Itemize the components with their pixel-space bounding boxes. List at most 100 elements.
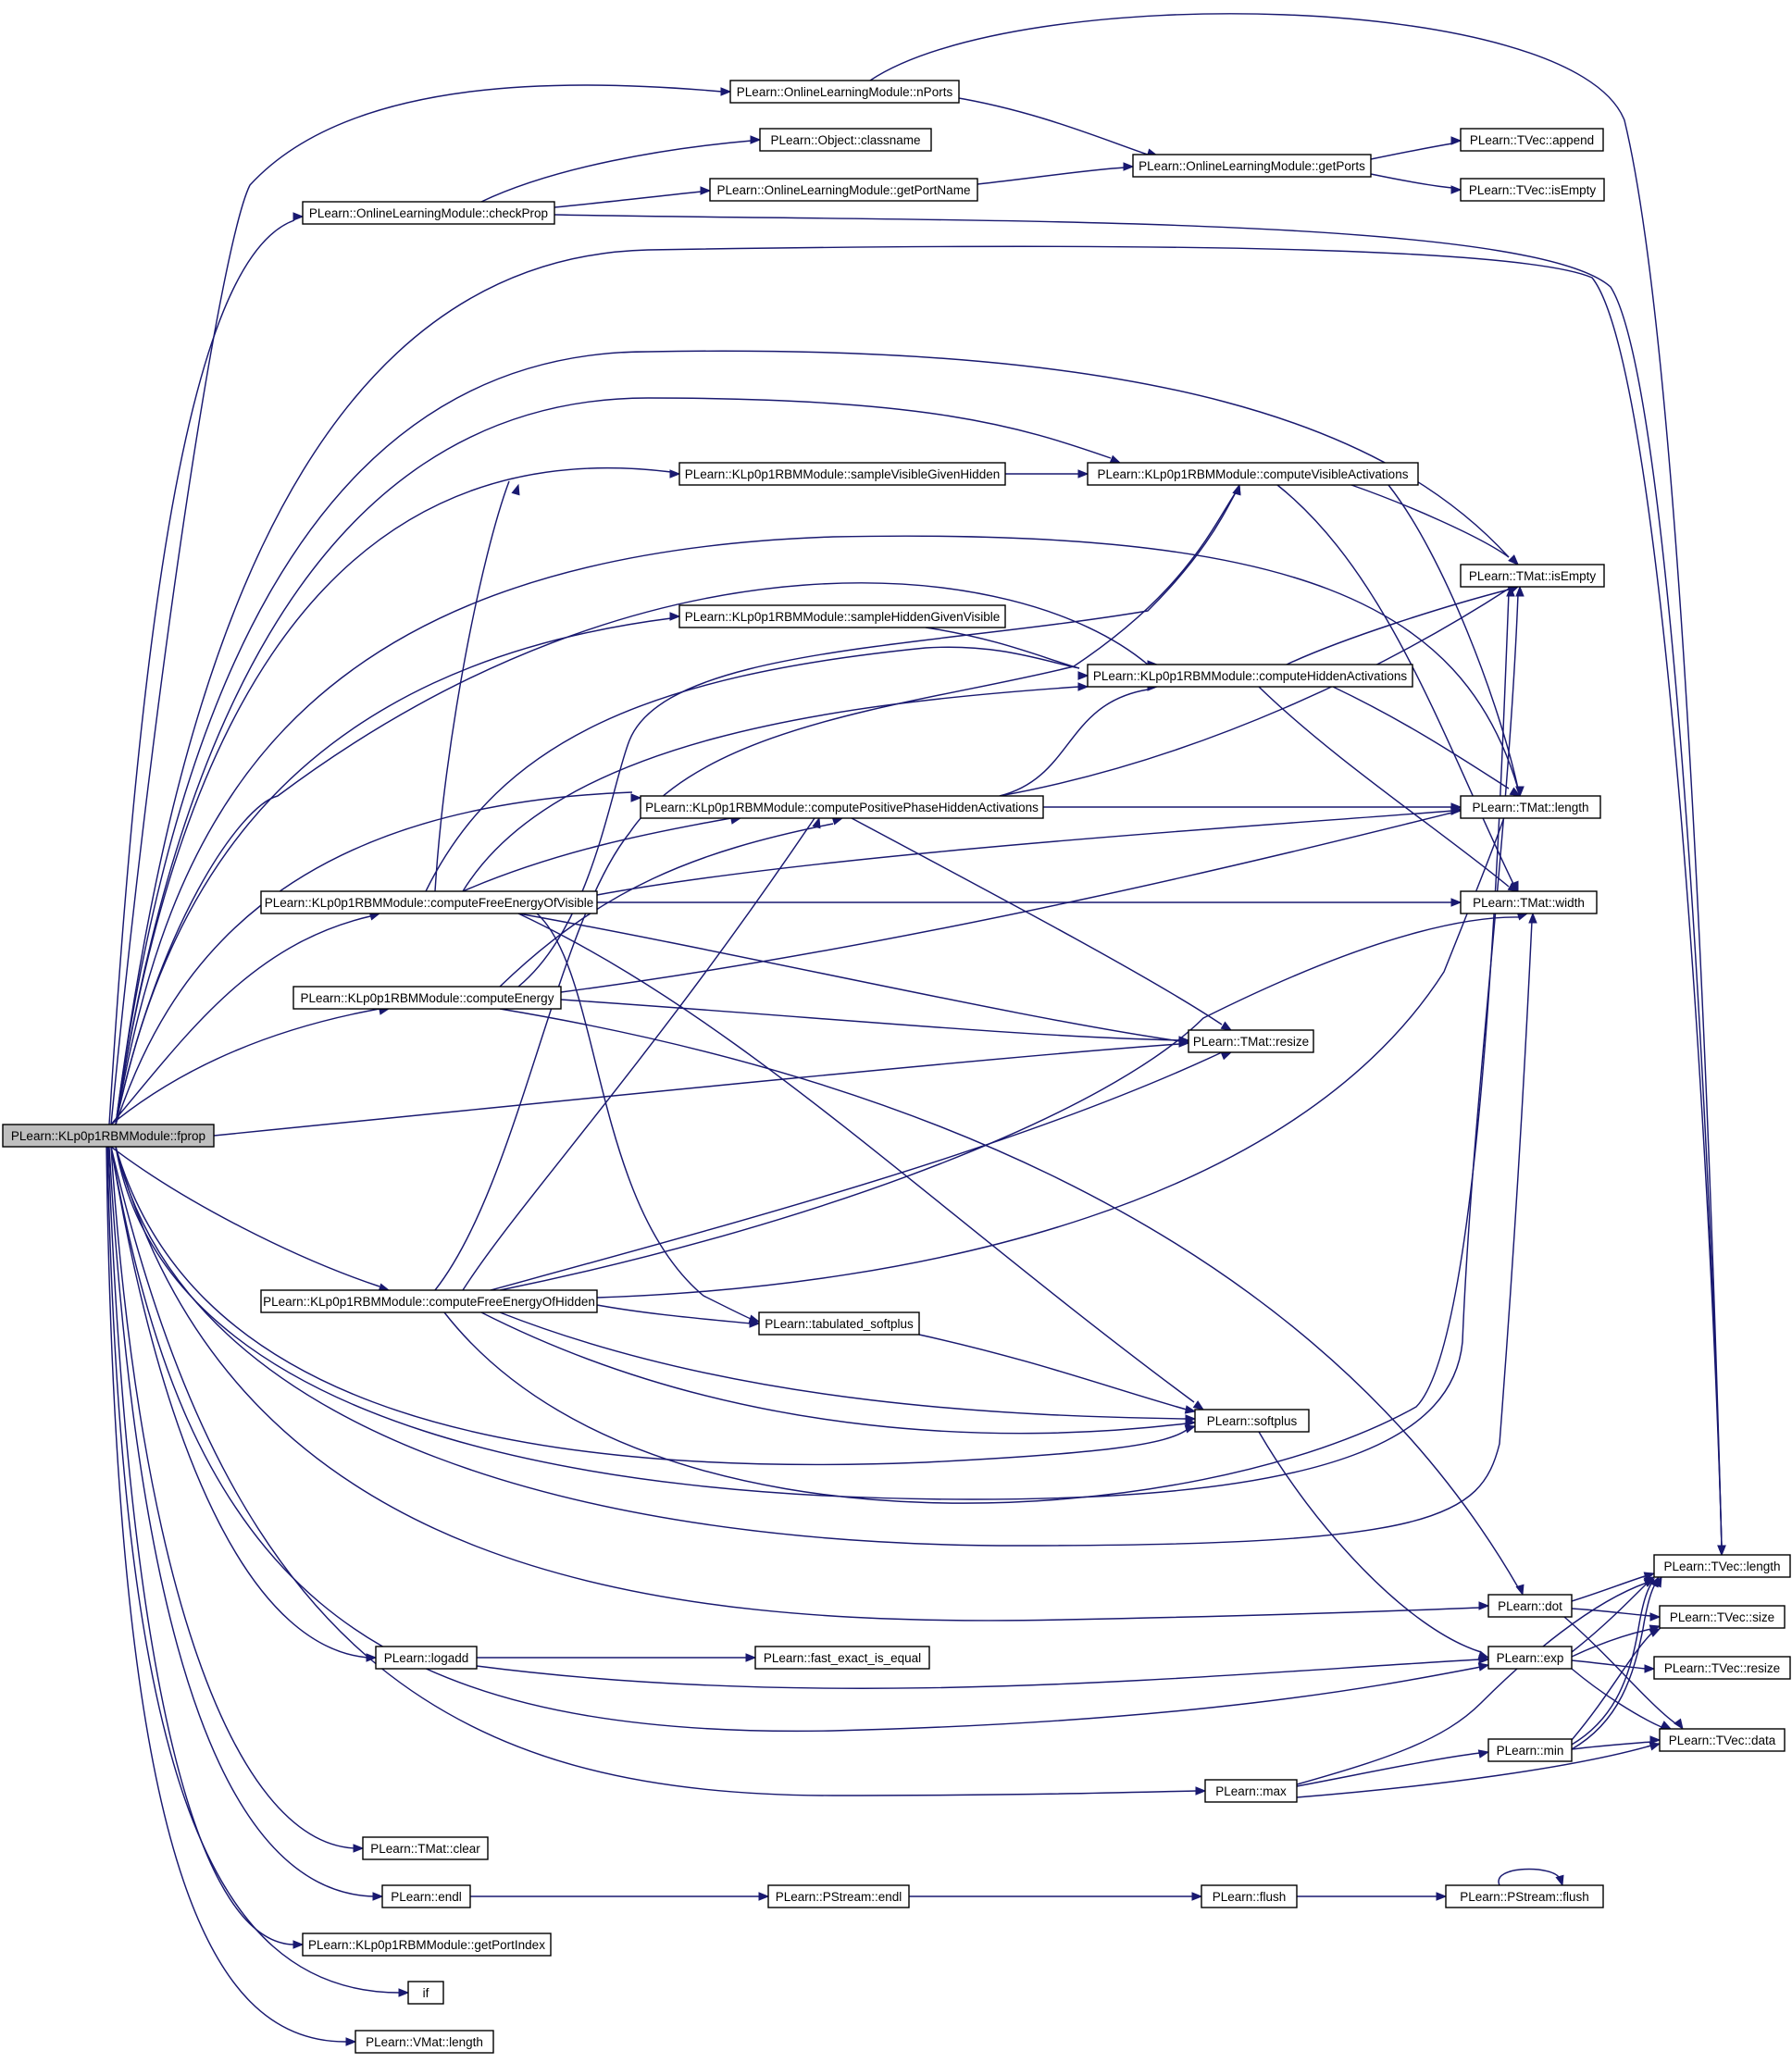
node-tvecResize[interactable]: PLearn::TVec::resize [1653,1656,1791,1680]
arrowhead-freeEnergyVisible-to-tmatWidth [1450,898,1462,907]
node-endl[interactable]: PLearn::endl [381,1884,471,1908]
node-tvecAppend[interactable]: PLearn::TVec::append [1460,128,1604,152]
node-computeEnergy[interactable]: PLearn::KLp0p1RBMModule::computeEnergy [292,986,562,1010]
arrowhead-freeEnergyHidden-to-tabSoftplus [749,1319,761,1328]
arrowhead-min-to-tvecSize [1649,1628,1661,1637]
edge-fprop-to-nPorts [110,84,723,1125]
node-tmatIsEmpty[interactable]: PLearn::TMat::isEmpty [1460,564,1605,588]
edge-fprop-to-tmatWidth [115,920,1533,1547]
node-exp[interactable]: PLearn::exp [1487,1646,1573,1670]
node-box [759,128,932,152]
node-computeHiddenAct[interactable]: PLearn::KLp0p1RBMModule::computeHiddenAc… [1087,664,1413,688]
arrowhead-flush-to-pstreamFlush [1436,1892,1448,1901]
node-freeEnergyHidden[interactable]: PLearn::KLp0p1RBMModule::computeFreeEner… [260,1289,598,1313]
node-box [2,1124,215,1148]
node-box [1445,1884,1604,1908]
edge-getPortName-to-getPorts [977,167,1126,185]
node-box [758,1311,920,1336]
node-label: PLearn::min [1497,1744,1564,1758]
edge-sampleHidden-to-computeHiddenAct [925,627,1080,669]
node-fprop[interactable]: PLearn::KLp0p1RBMModule::fprop [2,1124,215,1148]
node-label: PLearn::KLp0p1RBMModule::sampleHiddenGiv… [685,610,1000,624]
arrowhead-fprop-to-tmatIsEmpty [1515,585,1524,597]
node-tmatLength[interactable]: PLearn::TMat::length [1460,795,1601,819]
node-checkProp[interactable]: PLearn::OnlineLearningModule::checkProp [302,201,555,225]
edge-freeEnergyVisible-to-softplus [517,913,1195,1403]
node-fastExact[interactable]: PLearn::fast_exact_is_equal [754,1646,930,1670]
arrowhead-freeEnergyHidden-to-computePositive [812,816,821,829]
edge-fprop-to-tvecLength [115,245,1723,1548]
node-label: PLearn::TMat::isEmpty [1469,569,1597,583]
node-vmatLength[interactable]: PLearn::VMat::length [355,2030,494,2054]
arrowhead-fprop-to-getPortIndex [292,1940,305,1949]
edge-fprop-to-if [106,1146,401,1994]
arrowhead-checkProp-to-getPortName [700,186,712,195]
edge-freeEnergyHidden-to-softplus [480,1311,1188,1435]
node-box [1460,890,1598,914]
node-freeEnergyVisible[interactable]: PLearn::KLp0p1RBMModule::computeFreeEner… [260,890,598,914]
arrowhead-max-to-tvecData [1649,1742,1661,1751]
edge-fprop-to-tmatResize [213,1043,1181,1137]
node-computeVisibleAct[interactable]: PLearn::KLp0p1RBMModule::computeVisibleA… [1087,462,1419,486]
node-if[interactable]: if [407,1981,444,2005]
edge-fprop-to-exp [110,1146,1482,1733]
node-label: PLearn::KLp0p1RBMModule::computeFreeEner… [263,1295,595,1309]
node-tvecIsEmpty[interactable]: PLearn::TVec::isEmpty [1460,178,1605,202]
edge-checkProp-to-getPortName [554,191,703,208]
node-label: PLearn::KLp0p1RBMModule::computeHiddenAc… [1093,669,1407,683]
node-getPorts[interactable]: PLearn::OnlineLearningModule::getPorts [1132,154,1372,178]
edge-max-to-tvecData [1296,1745,1652,1798]
edge-freeEnergyHidden-to-computePositive [462,817,815,1291]
node-label: PLearn::TMat::resize [1193,1035,1309,1049]
node-tvecLength[interactable]: PLearn::TVec::length [1653,1554,1791,1578]
node-box [1201,1884,1298,1908]
node-flush[interactable]: PLearn::flush [1201,1884,1298,1908]
edge-fprop-to-computeEnergy [110,1008,380,1125]
node-box [1460,128,1604,152]
node-pstreamEndl[interactable]: PLearn::PStream::endl [767,1884,910,1908]
arrowhead-pstreamFlush-to-pstreamFlush [1555,1874,1564,1887]
node-tvecData[interactable]: PLearn::TVec::data [1659,1728,1786,1752]
edges [106,13,1726,2046]
arrowhead-fprop-to-softplus [1184,1424,1197,1434]
node-tmatWidth[interactable]: PLearn::TMat::width [1460,890,1598,914]
node-label: PLearn::OnlineLearningModule::getPorts [1139,159,1365,173]
node-softplus[interactable]: PLearn::softplus [1194,1409,1310,1433]
node-label: PLearn::TVec::resize [1664,1661,1780,1675]
arrowhead-fprop-to-tmatWidth [1528,912,1537,924]
node-box [1204,1779,1298,1803]
arrowhead-freeEnergyVisible-to-sampleHidden [1077,671,1089,680]
node-tmatResize[interactable]: PLearn::TMat::resize [1188,1029,1314,1053]
arrowhead-tabSoftplus-to-softplus [1184,1405,1197,1414]
node-tabSoftplus[interactable]: PLearn::tabulated_softplus [758,1311,920,1336]
node-max[interactable]: PLearn::max [1204,1779,1298,1803]
node-getPortName[interactable]: PLearn::OnlineLearningModule::getPortNam… [709,178,978,202]
node-box [292,986,562,1010]
arrowhead-fprop-to-tmatResize [1178,1038,1190,1048]
node-nPorts[interactable]: PLearn::OnlineLearningModule::nPorts [729,80,960,104]
node-logadd[interactable]: PLearn::logadd [375,1646,478,1670]
node-label: PLearn::KLp0p1RBMModule::fprop [11,1129,205,1143]
edge-freeEnergyHidden-to-tmatLength [596,802,1510,1299]
edge-fprop-to-sampleHidden [115,617,672,1125]
node-classname[interactable]: PLearn::Object::classname [759,128,932,152]
arrowhead-computeVisibleAct-to-tmatIsEmpty [1508,554,1519,565]
nodes: PLearn::KLp0p1RBMModule::fprop PLearn::On… [2,80,1791,2054]
edge-fprop-to-tmatIsEmpty [115,593,1519,1500]
node-min[interactable]: PLearn::min [1487,1738,1573,1762]
node-tmatClear[interactable]: PLearn::TMat::clear [362,1836,489,1860]
node-computePositive[interactable]: PLearn::KLp0p1RBMModule::computePositive… [640,795,1044,819]
node-sampleHidden[interactable]: PLearn::KLp0p1RBMModule::sampleHiddenGiv… [678,604,1006,628]
edge-nPorts-to-getPorts [952,96,1149,155]
edge-freeEnergyVisible-to-computePositive [462,817,732,892]
node-tvecSize[interactable]: PLearn::TVec::size [1659,1605,1786,1629]
node-pstreamFlush[interactable]: PLearn::PStream::flush [1445,1884,1604,1908]
node-box [362,1836,489,1860]
node-box [1653,1554,1791,1578]
node-sampleVisible[interactable]: PLearn::KLp0p1RBMModule::sampleVisibleGi… [678,462,1006,486]
arrowhead-getPorts-to-tvecAppend [1450,136,1462,145]
node-getPortIndex[interactable]: PLearn::KLp0p1RBMModule::getPortIndex [302,1933,552,1957]
node-dot[interactable]: PLearn::dot [1487,1594,1573,1618]
node-label: PLearn::tabulated_softplus [765,1317,914,1331]
edge-computeEnergy-to-tmatResize [560,999,1181,1041]
